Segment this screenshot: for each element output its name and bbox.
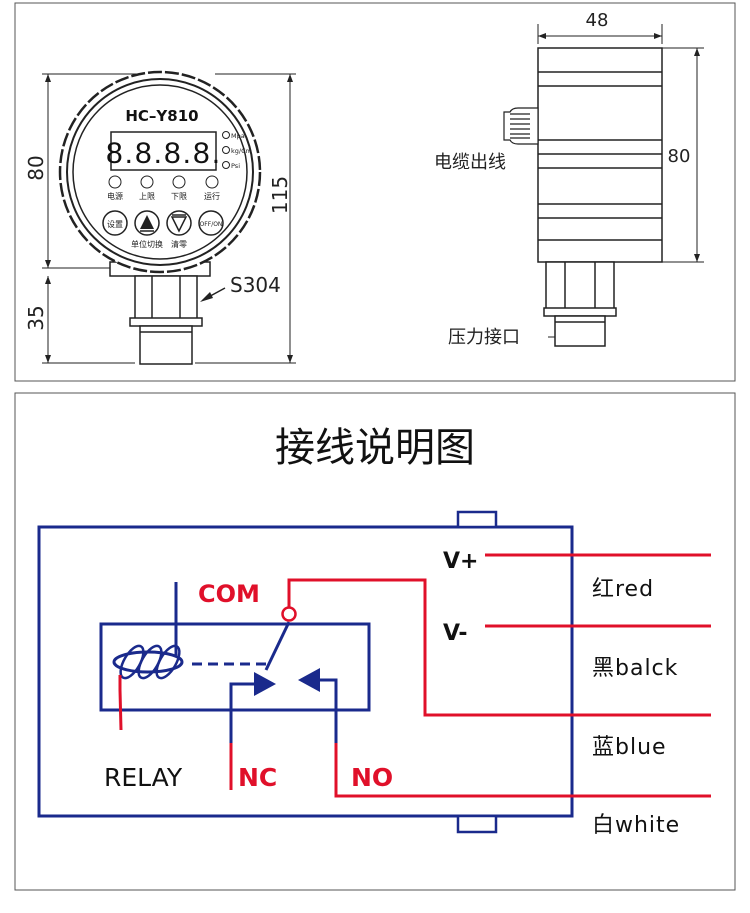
pressure-port-label: 压力接口 xyxy=(448,327,520,348)
zero-caption: 清零 xyxy=(171,239,187,249)
dim-80-left: 80 xyxy=(24,155,48,180)
down-arrow-icon xyxy=(170,214,188,233)
unit-mpa: Mpa xyxy=(231,132,245,140)
set-button-label: 设置 xyxy=(107,219,123,229)
com-wire xyxy=(287,578,711,717)
top-panel-frame xyxy=(14,2,736,382)
indicator-lower: 下限 xyxy=(171,192,187,201)
nc-arrow-icon xyxy=(254,672,276,696)
dim-35: 35 xyxy=(24,305,48,330)
side-view: 48 80 电缆出线 压力接口 xyxy=(434,10,704,348)
top-tab xyxy=(456,510,498,529)
no-arrow-icon xyxy=(298,668,320,692)
cable-gland xyxy=(503,107,539,145)
bottom-tab xyxy=(456,814,498,834)
indicator-power: 电源 xyxy=(107,191,123,201)
wire-blue-label: 蓝blue xyxy=(592,735,667,760)
dim-80-right: 80 xyxy=(668,146,691,167)
nc-label: NC xyxy=(238,763,277,792)
no-wire xyxy=(334,743,711,798)
wire-red-label: 红red xyxy=(592,577,654,602)
led-display xyxy=(110,131,217,171)
nc-contact xyxy=(229,682,258,743)
status-leds xyxy=(108,175,219,189)
switch-blade xyxy=(264,621,291,671)
indicator-run: 运行 xyxy=(204,191,220,201)
unit-psi: Psi xyxy=(231,162,240,170)
up-arrow-icon xyxy=(140,215,154,232)
com-pivot xyxy=(281,606,297,622)
no-label: NO xyxy=(351,763,393,792)
unit-switch-caption: 单位切换 xyxy=(131,239,163,249)
hex-nut xyxy=(129,275,203,365)
cable-outlet-label: 电缆出线 xyxy=(434,152,506,173)
wire-white-label: 白white xyxy=(592,813,680,838)
offon-button-label: OFF/ON xyxy=(200,221,223,228)
com-label: COM xyxy=(198,580,260,608)
red-wires xyxy=(229,553,711,798)
relay-box xyxy=(99,622,371,712)
bottom-panel-frame xyxy=(14,392,736,891)
material-label: S304 xyxy=(230,273,281,297)
unit-indicators: Mpa kg/Cm Psi xyxy=(222,131,252,170)
model-name: HC–Y810 xyxy=(125,107,198,125)
front-view: 80 35 115 HC–Y810 8.8.8.8. Mpa kg/Cm Psi xyxy=(24,70,296,365)
wiring-diagram: V+ V- COM RELAY NC NO 红red 黑balck 蓝blue … xyxy=(37,510,711,838)
wiring-title: 接线说明图 xyxy=(275,425,475,471)
wire-black-label: 黑balck xyxy=(592,656,678,681)
dim-115: 115 xyxy=(268,176,292,214)
housing-outline xyxy=(37,525,574,818)
relay-coil-icon xyxy=(112,582,184,731)
vminus-label: V- xyxy=(443,621,468,646)
pressure-port xyxy=(543,261,617,347)
vplus-label: V+ xyxy=(443,549,478,574)
display-value: 8.8.8.8. xyxy=(106,137,222,170)
dim-48: 48 xyxy=(586,10,609,31)
relay-label: RELAY xyxy=(104,763,183,792)
indicator-upper: 上限 xyxy=(139,192,155,201)
unit-kgcm: kg/Cm xyxy=(231,147,252,155)
housing xyxy=(537,47,663,263)
no-contact xyxy=(318,678,338,743)
